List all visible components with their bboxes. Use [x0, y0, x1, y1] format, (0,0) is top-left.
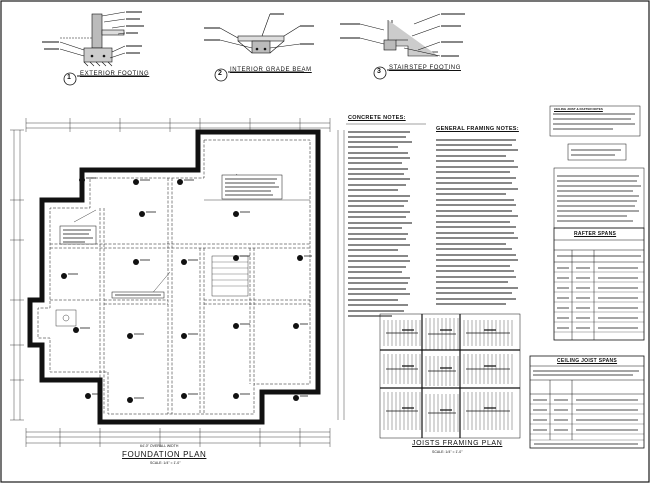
- foundation-plan-scale: SCALE: 1/4" = 1'-0": [150, 461, 181, 465]
- detail-interior-grade-beam: [204, 13, 314, 82]
- detail-1-title: EXTERIOR FOOTING: [80, 71, 150, 77]
- detail-exterior-footing: [42, 11, 147, 86]
- detail-3-number: 3: [377, 68, 381, 75]
- ceiling-joist-spans-heading: CEILING JOIST SPANS: [557, 358, 618, 364]
- concrete-notes-heading: CONCRETE NOTES:: [348, 115, 406, 121]
- overall-width-dimension: 64'-0" OVERALL WIDTH: [140, 444, 179, 448]
- detail-1-number: 1: [67, 74, 71, 81]
- joists-framing-drawing: [379, 313, 521, 439]
- foundation-plan-drawing: [10, 118, 345, 447]
- rafter-spans-table: [553, 227, 645, 341]
- rafter-spans-heading: RAFTER SPANS: [574, 231, 617, 237]
- detail-stairstep-footing: [340, 13, 465, 80]
- ceiling-rafter-notes-heading: CEILING JOIST & RAFTER NOTES: [554, 107, 603, 111]
- joists-plan-scale: SCALE: 1/4" = 1'-0": [432, 450, 463, 454]
- framing-notes-block: [436, 139, 518, 305]
- concrete-notes-block: [346, 123, 426, 317]
- detail-3-title: STAIRSTEP FOOTING: [389, 65, 461, 71]
- pier-footings: [61, 177, 303, 403]
- pier-labels: [68, 177, 312, 399]
- ceiling-rafter-notes-block: [549, 105, 645, 229]
- detail-2-title: INTERIOR GRADE BEAM: [230, 67, 312, 73]
- ceiling-joist-spans-table: [529, 355, 645, 449]
- foundation-plan-title: FOUNDATION PLAN: [122, 450, 207, 459]
- joists-plan-title: JOISTS FRAMING PLAN: [412, 440, 503, 447]
- framing-notes-heading: GENERAL FRAMING NOTES:: [436, 126, 519, 132]
- detail-2-number: 2: [218, 70, 222, 77]
